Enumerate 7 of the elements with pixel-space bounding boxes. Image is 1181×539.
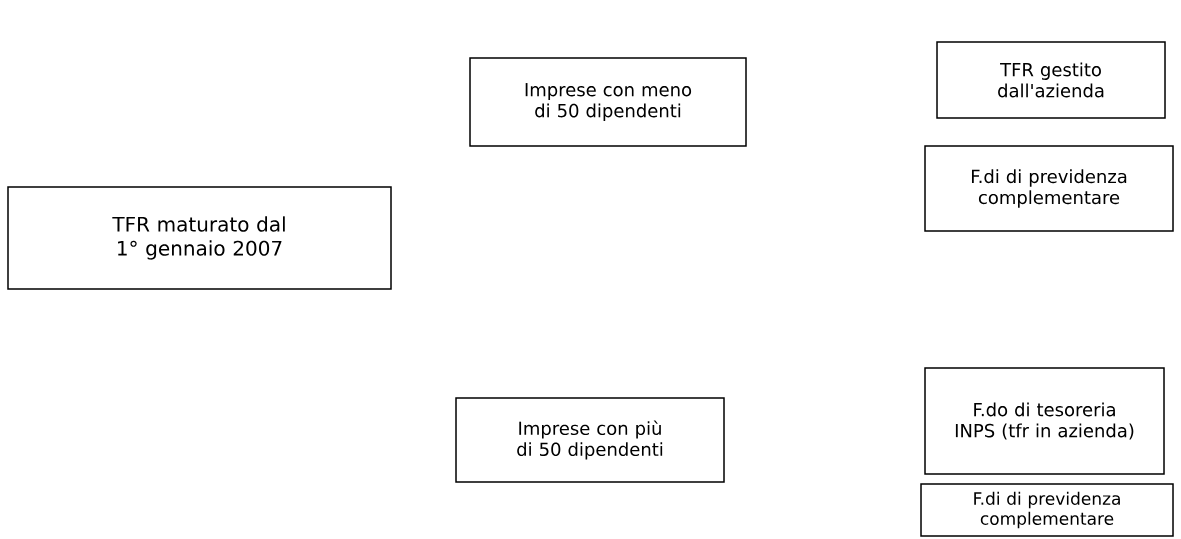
- text-box: Imprese con meno di 50 dipendenti: [469, 57, 747, 147]
- text-box: TFR gestito dall'azienda: [936, 41, 1166, 119]
- text-box: Imprese con più di 50 dipendenti: [455, 397, 725, 483]
- text-box: TFR maturato dal 1° gennaio 2007: [7, 186, 392, 290]
- text-box: F.di di previdenza complementare: [924, 145, 1174, 232]
- text-box: F.do di tesoreria INPS (tfr in azienda): [924, 367, 1165, 475]
- text-box: F.di di previdenza complementare: [920, 483, 1174, 537]
